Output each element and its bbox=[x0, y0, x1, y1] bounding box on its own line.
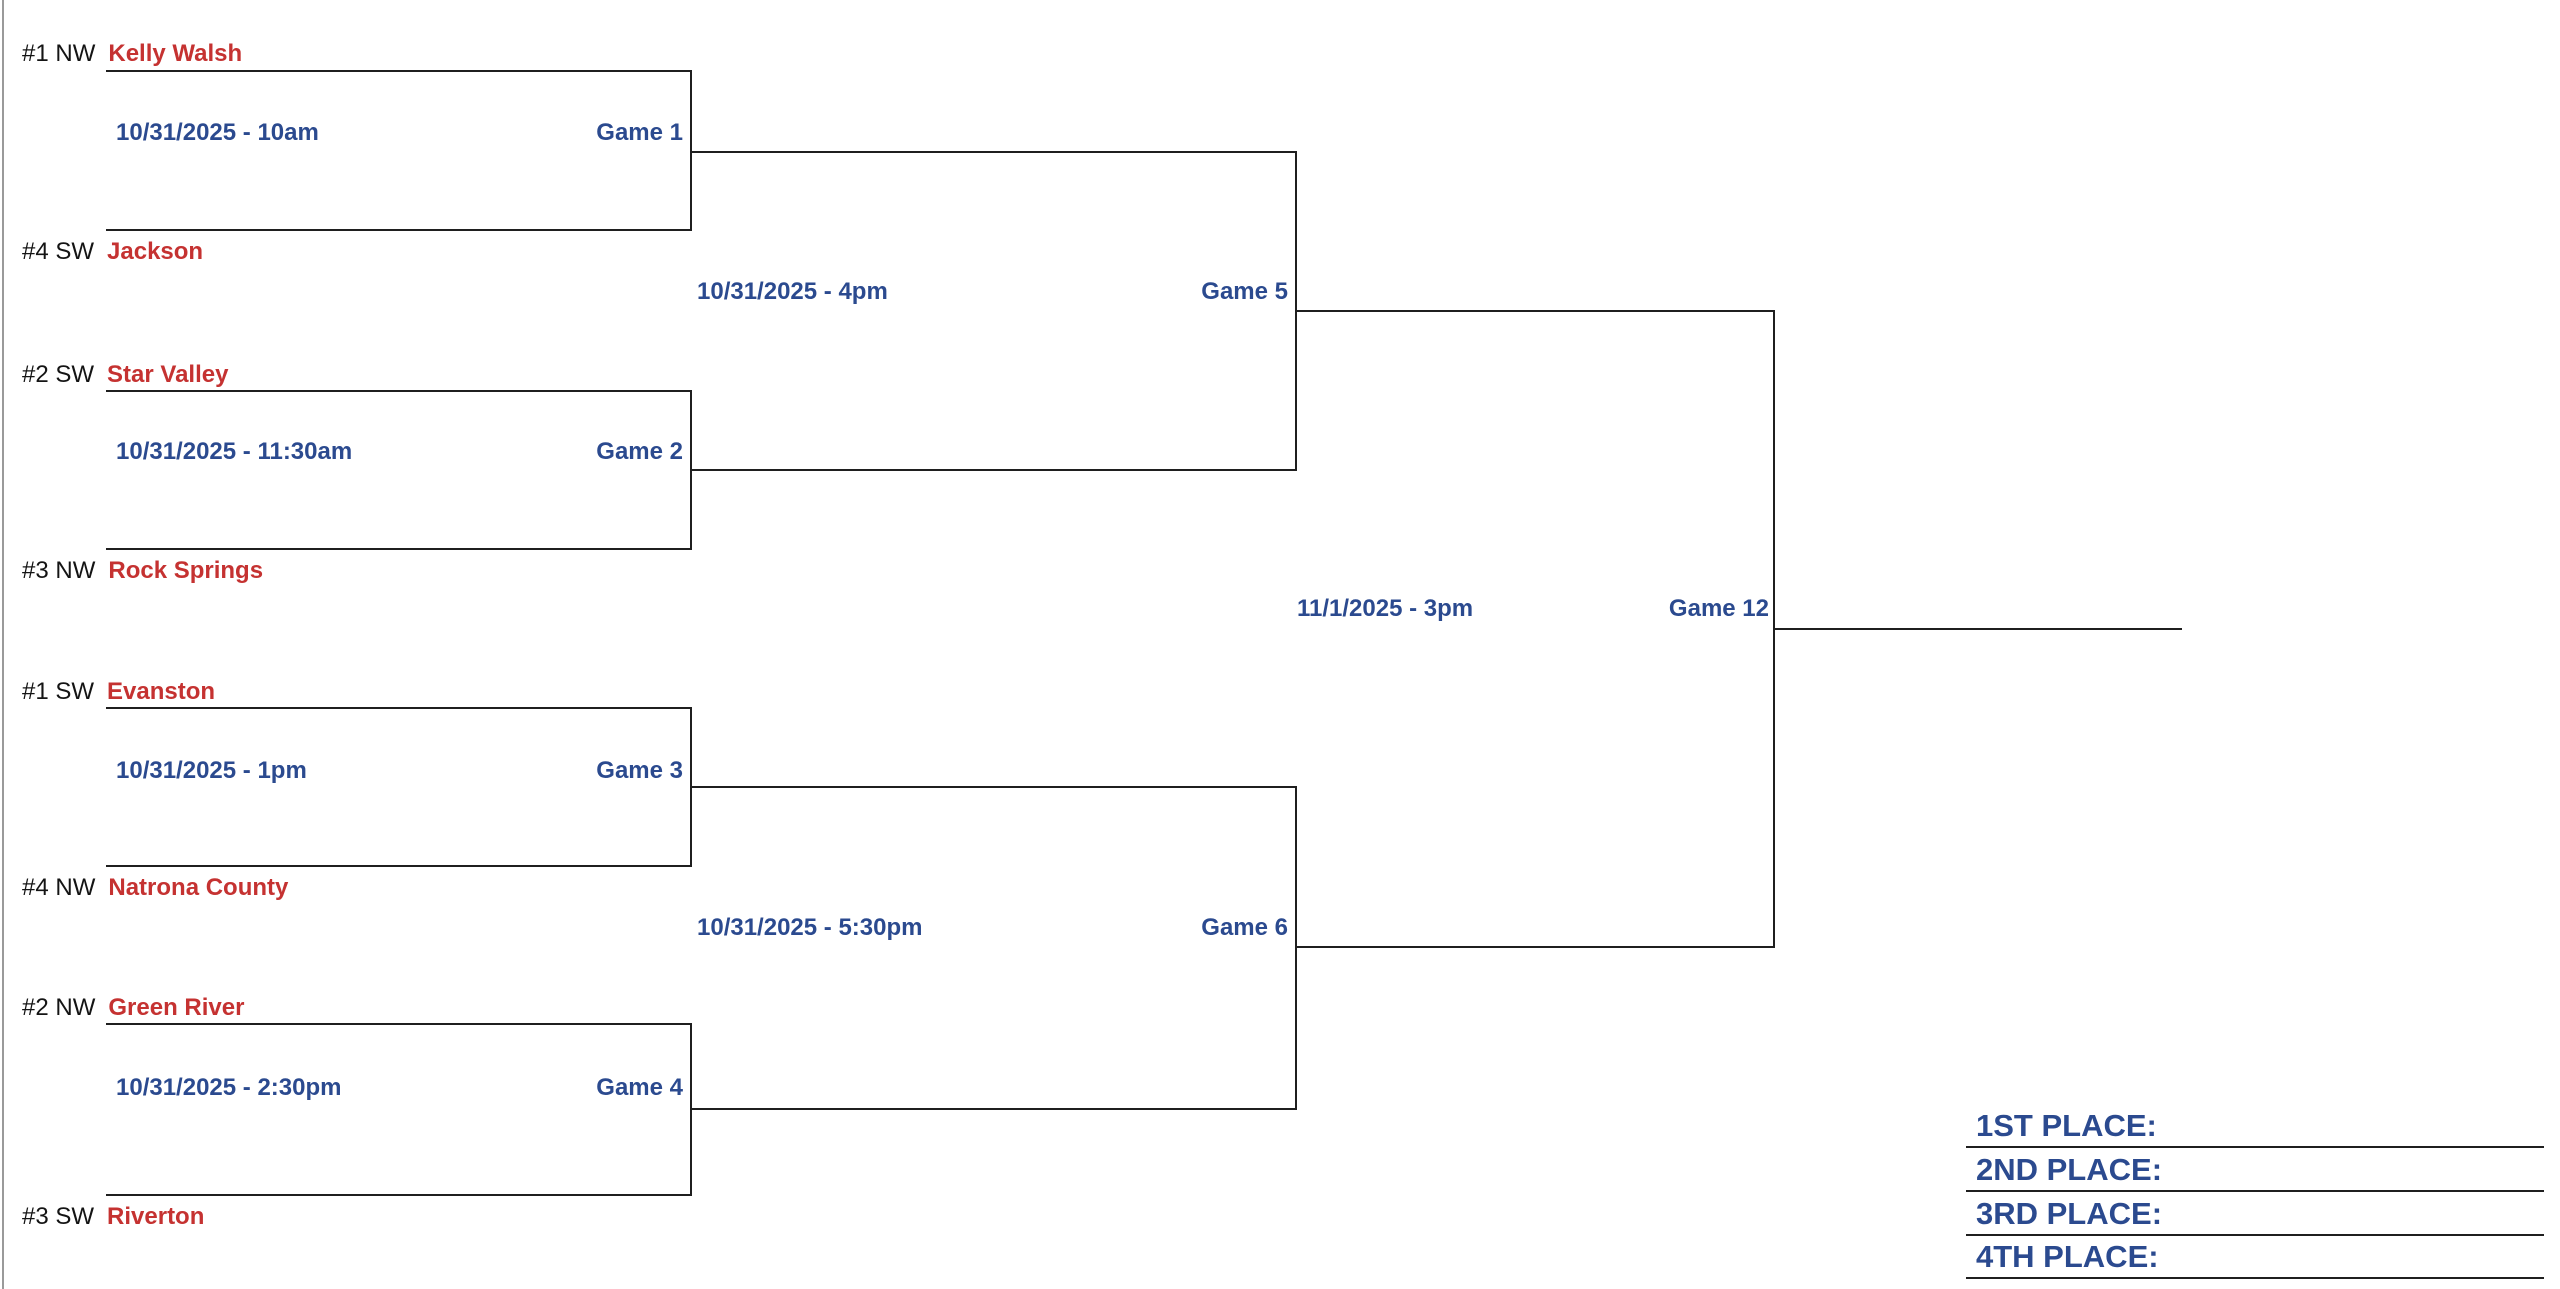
team-name: Green River bbox=[108, 994, 245, 1021]
game-datetime: 10/31/2025 - 1pm bbox=[116, 757, 307, 784]
bracket-line-team6 bbox=[106, 865, 692, 867]
team-row: #3 NW Rock Springs bbox=[22, 558, 263, 584]
team-name: Natrona County bbox=[108, 874, 289, 901]
bracket-line-champion bbox=[1773, 628, 2182, 630]
game-info: 10/31/2025 - 11:30am Game 2 bbox=[116, 438, 683, 466]
place-line-4th bbox=[1966, 1277, 2544, 1279]
game-label: Game 5 bbox=[1201, 278, 1288, 305]
game-label: Game 1 bbox=[596, 119, 683, 146]
place-line-1st bbox=[1966, 1146, 2544, 1148]
bracket-line-team3 bbox=[106, 390, 692, 392]
team-row: #4 NW Natrona County bbox=[22, 875, 288, 901]
bracket-line-team8 bbox=[106, 1194, 692, 1196]
game-datetime: 10/31/2025 - 5:30pm bbox=[697, 914, 923, 941]
bracket-line-game5-winner bbox=[1295, 310, 1775, 312]
page-left-border bbox=[2, 0, 4, 1289]
game-info: 10/31/2025 - 1pm Game 3 bbox=[116, 757, 683, 785]
game-label: Game 3 bbox=[596, 757, 683, 784]
bracket-vertical-game1 bbox=[690, 70, 692, 231]
bracket-line-game1-winner bbox=[690, 151, 1297, 153]
game-info: 10/31/2025 - 5:30pm Game 6 bbox=[697, 914, 1288, 942]
game-label: Game 2 bbox=[596, 438, 683, 465]
place-line-3rd bbox=[1966, 1234, 2544, 1236]
game-datetime: 11/1/2025 - 3pm bbox=[1297, 595, 1474, 622]
bracket-line-team5 bbox=[106, 707, 692, 709]
team-name: Riverton bbox=[107, 1203, 205, 1230]
game-label: Game 12 bbox=[1668, 595, 1769, 622]
game-label: Game 4 bbox=[596, 1074, 683, 1101]
team-row: #2 NW Green River bbox=[22, 995, 244, 1021]
place-label-1st: 1ST PLACE: bbox=[1976, 1108, 2157, 1143]
bracket-line-game4-winner bbox=[690, 1108, 1297, 1110]
team-row: #4 SW Jackson bbox=[22, 239, 203, 265]
team-name: Kelly Walsh bbox=[108, 40, 243, 67]
team-row: #1 NW Kelly Walsh bbox=[22, 41, 242, 67]
bracket-line-game2-winner bbox=[690, 469, 1297, 471]
game-info: 10/31/2025 - 4pm Game 5 bbox=[697, 278, 1288, 306]
team-seed: #1 SW bbox=[22, 678, 95, 705]
bracket-line-team4 bbox=[106, 548, 692, 550]
game-datetime: 10/31/2025 - 10am bbox=[116, 119, 319, 146]
team-name: Evanston bbox=[107, 678, 216, 705]
team-name: Star Valley bbox=[107, 361, 229, 388]
team-row: #3 SW Riverton bbox=[22, 1204, 204, 1230]
team-seed: #2 SW bbox=[22, 361, 95, 388]
team-seed: #2 NW bbox=[22, 994, 96, 1021]
team-seed: #3 SW bbox=[22, 1203, 95, 1230]
team-row: #1 SW Evanston bbox=[22, 679, 215, 705]
place-label-3rd: 3RD PLACE: bbox=[1976, 1196, 2163, 1231]
game-info: 10/31/2025 - 10am Game 1 bbox=[116, 119, 683, 147]
bracket-line-game6-winner bbox=[1295, 946, 1775, 948]
game-datetime: 10/31/2025 - 4pm bbox=[697, 278, 888, 305]
game-datetime: 10/31/2025 - 11:30am bbox=[116, 438, 353, 465]
team-seed: #1 NW bbox=[22, 40, 96, 67]
team-name: Jackson bbox=[107, 238, 204, 265]
team-seed: #4 NW bbox=[22, 874, 96, 901]
game-info: 11/1/2025 - 3pm Game 12 bbox=[1297, 595, 1769, 623]
bracket-vertical-game6 bbox=[1295, 786, 1297, 1110]
place-label-4th: 4TH PLACE: bbox=[1976, 1239, 2159, 1274]
team-row: #2 SW Star Valley bbox=[22, 362, 228, 388]
bracket-line-team2 bbox=[106, 229, 692, 231]
team-seed: #3 NW bbox=[22, 557, 96, 584]
game-info: 10/31/2025 - 2:30pm Game 4 bbox=[116, 1074, 683, 1102]
bracket-line-team1 bbox=[106, 70, 692, 72]
bracket-line-game3-winner bbox=[690, 786, 1297, 788]
bracket-line-team7 bbox=[106, 1023, 692, 1025]
game-datetime: 10/31/2025 - 2:30pm bbox=[116, 1074, 342, 1101]
game-label: Game 6 bbox=[1201, 914, 1288, 941]
team-seed: #4 SW bbox=[22, 238, 95, 265]
team-name: Rock Springs bbox=[108, 557, 264, 584]
place-label-2nd: 2ND PLACE: bbox=[1976, 1152, 2163, 1187]
place-line-2nd bbox=[1966, 1190, 2544, 1192]
